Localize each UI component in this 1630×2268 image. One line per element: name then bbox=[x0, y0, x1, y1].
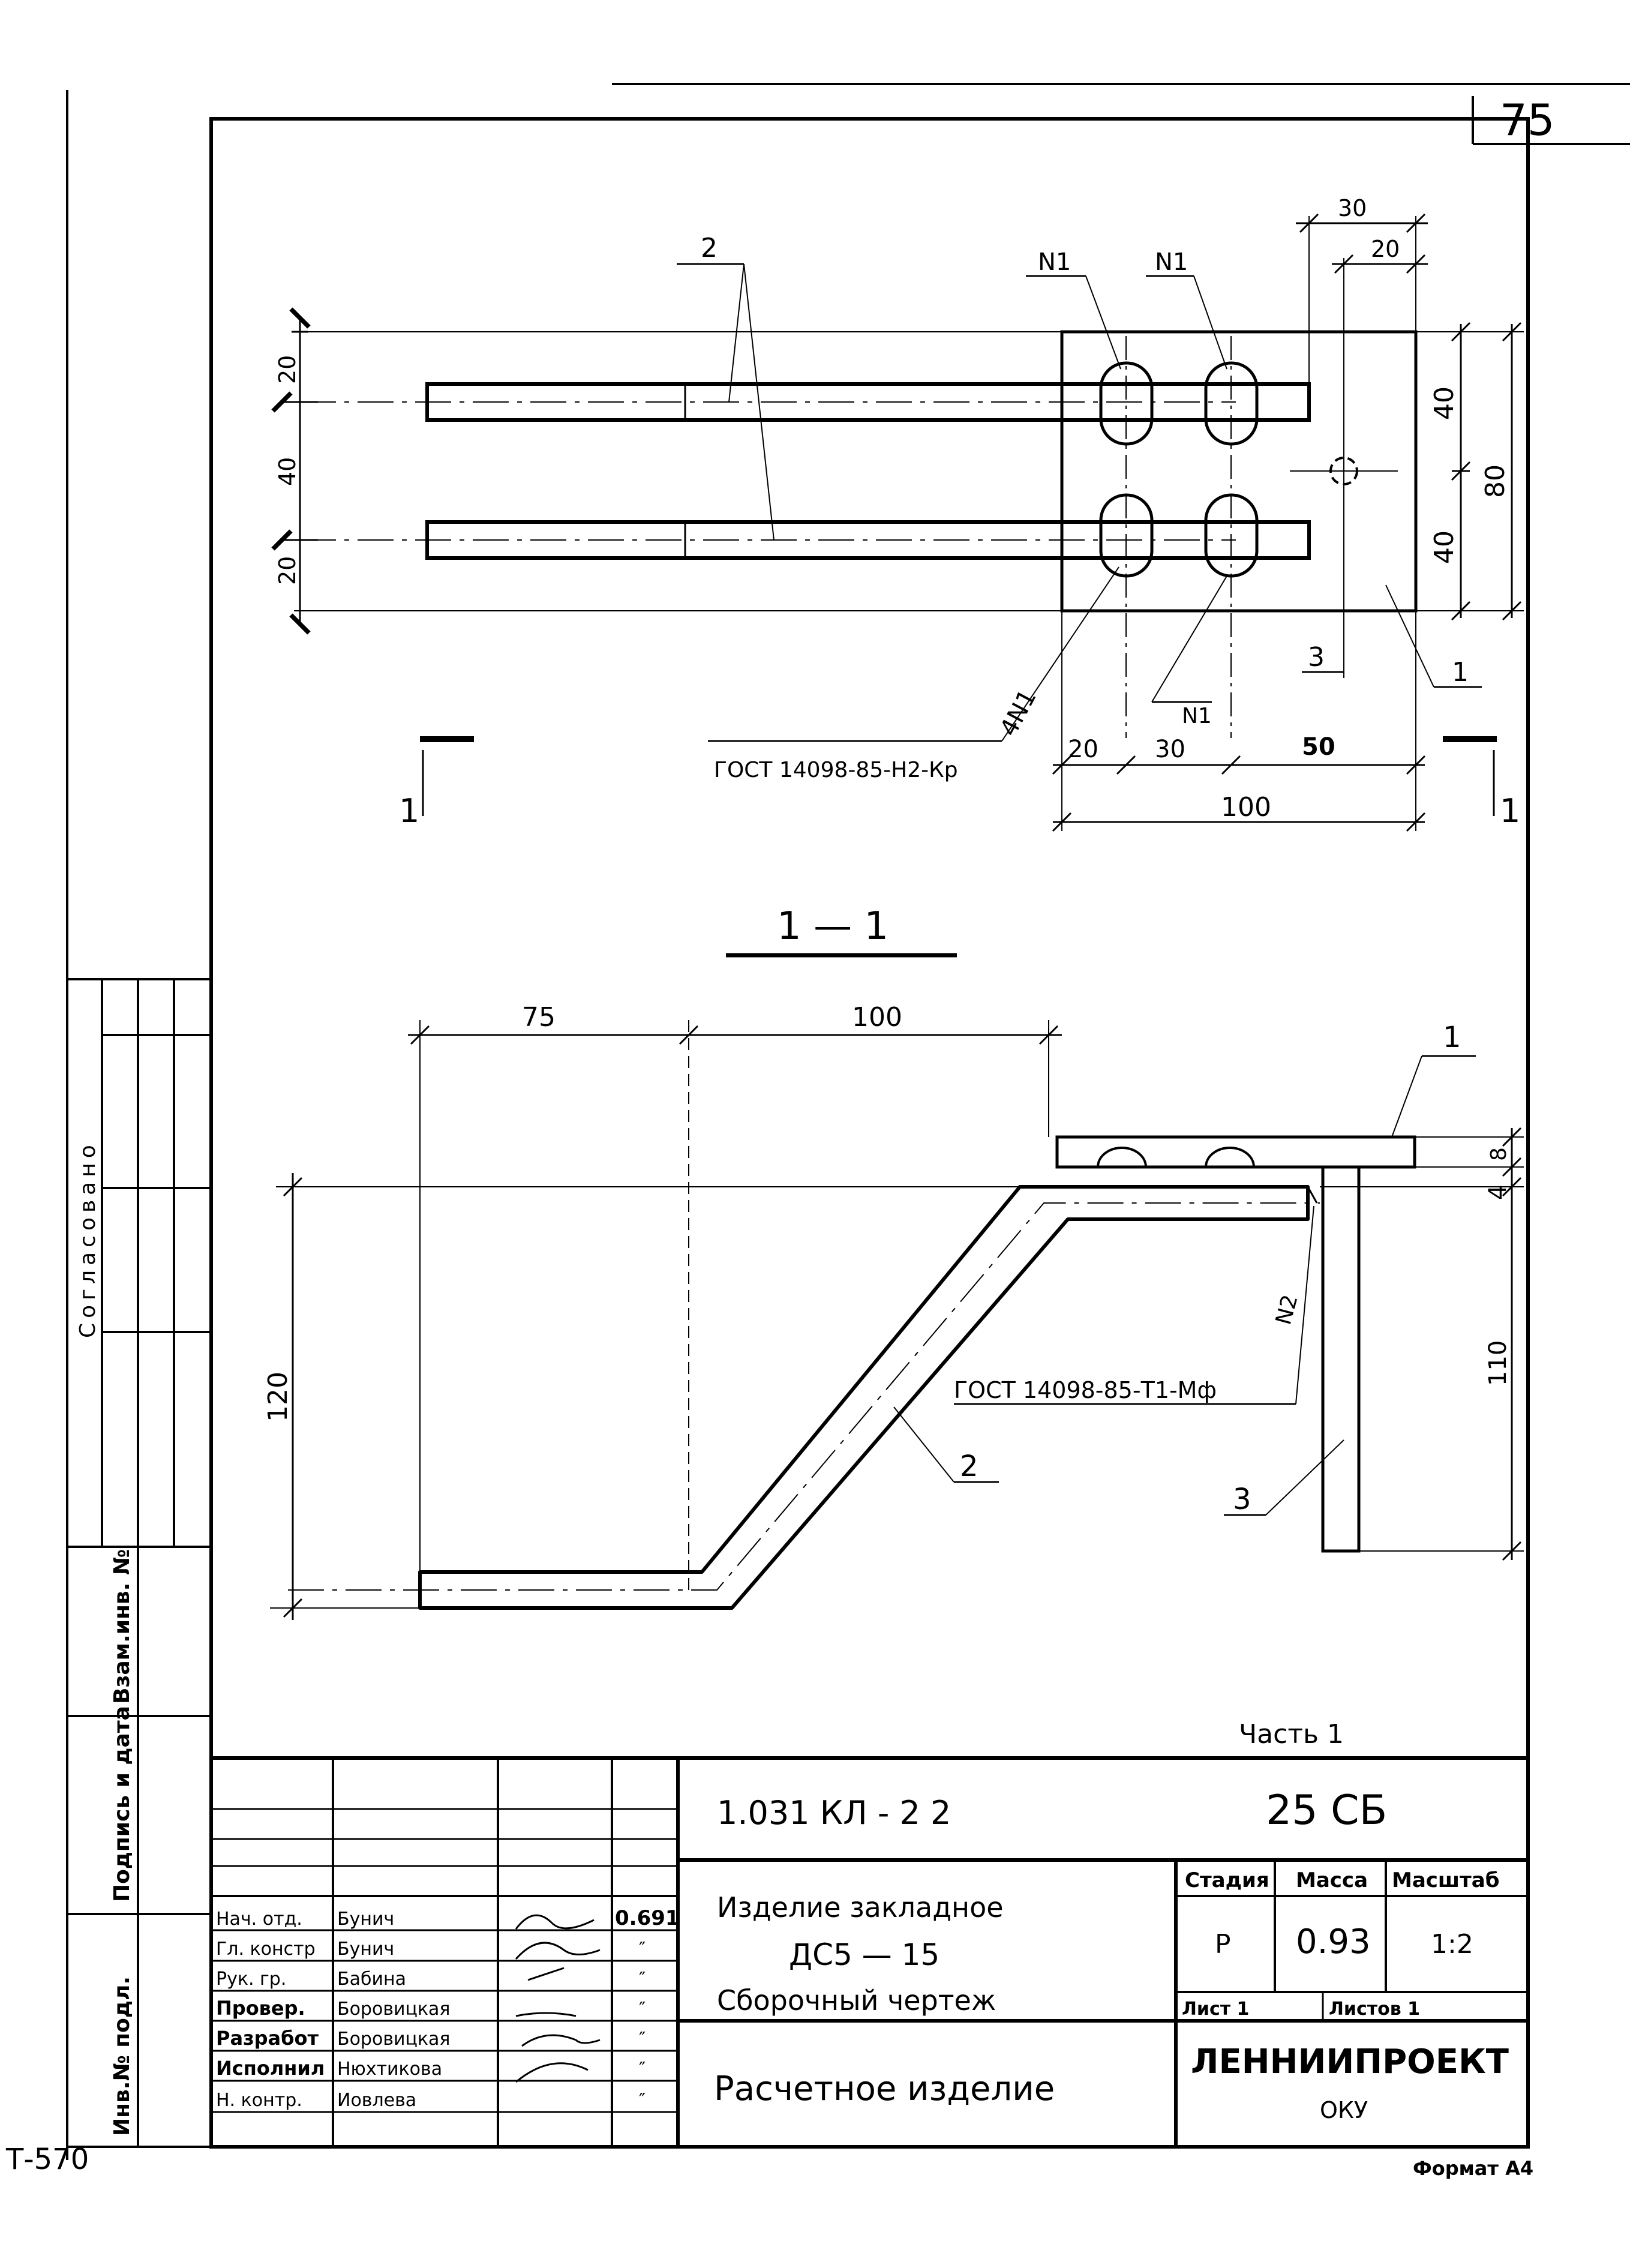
format-label: Формат А4 bbox=[1413, 2157, 1533, 2180]
plan-pos2-label: 2 bbox=[701, 233, 718, 263]
dim-80: 80 bbox=[1480, 464, 1511, 498]
tb-sheet-label: Лист 1 bbox=[1182, 1999, 1249, 2020]
dim-30-top: 30 bbox=[1338, 195, 1367, 221]
tb-doc-code: 1.031 КЛ - 2 2 bbox=[717, 1794, 951, 1832]
plan-pos1-label: 1 bbox=[1452, 657, 1469, 688]
section-view bbox=[270, 1020, 1524, 1620]
tb-row-role-4: Провер. bbox=[216, 1997, 305, 2020]
dim-40-right-bottom: 40 bbox=[1429, 530, 1460, 564]
tb-row-name-4: Боровицкая bbox=[337, 1999, 450, 2020]
tb-row-role-5: Разработ bbox=[216, 2027, 319, 2050]
section-n2-label: N2 bbox=[1271, 1292, 1303, 1328]
tb-row-name-1: Бунич bbox=[337, 1909, 394, 1930]
tb-stage-value: Р bbox=[1215, 1929, 1231, 1960]
tb-sheets-label: Листов 1 bbox=[1329, 1999, 1420, 2020]
tb-row-role-3: Рук. гр. bbox=[216, 1969, 286, 1990]
dim-40-right-top: 40 bbox=[1429, 386, 1460, 420]
dim-20-bottom-row: 20 bbox=[1068, 736, 1098, 763]
plan-view bbox=[271, 213, 1524, 832]
tb-title-line1: Изделие закладное bbox=[717, 1891, 1004, 1924]
dim-30-bottom-row: 30 bbox=[1155, 736, 1185, 763]
weld-slot bbox=[1099, 361, 1154, 446]
part-label: Часть 1 bbox=[1239, 1719, 1344, 1750]
tb-row-name-5: Боровицкая bbox=[337, 2029, 450, 2050]
section-mark-right: 1 bbox=[1500, 792, 1520, 830]
side-exchange-inv-label: Взам.инв. № bbox=[110, 1549, 134, 1704]
tb-row-role-1: Нач. отд. bbox=[216, 1909, 302, 1930]
anchor-plate bbox=[1060, 330, 1418, 613]
tb-calc-label: Расчетное изделие bbox=[714, 2069, 1055, 2108]
section-plate bbox=[1055, 1135, 1416, 1169]
dim-40-left: 40 bbox=[274, 457, 301, 486]
tb-row-date-6: ″ bbox=[639, 2059, 646, 2080]
side-sign-date-label: Подпись и дата bbox=[110, 1706, 134, 1902]
plan-gost-top: ГОСТ 14098-85-Н2-Кр bbox=[714, 758, 958, 782]
dim-50: 50 bbox=[1302, 733, 1335, 761]
section-pos1-label: 1 bbox=[1443, 1021, 1461, 1054]
tb-row-name-2: Бунич bbox=[337, 1939, 394, 1960]
section-title: 1 — 1 bbox=[777, 904, 888, 949]
side-inv-no-label: Инв.№ подл. bbox=[110, 1976, 134, 2136]
drawing-frame bbox=[209, 117, 1530, 2149]
tb-mass-value: 0.93 bbox=[1296, 1922, 1371, 1961]
section-dim-8: 8 bbox=[1487, 1147, 1511, 1161]
tb-org-name: ЛЕННИИПРОЕКТ bbox=[1191, 2042, 1509, 2081]
section-gost-bottom: ГОСТ 14098-85-Т1-Мф bbox=[954, 1377, 1217, 1403]
tb-title-line3: Сборочный чертеж bbox=[717, 1984, 996, 2017]
plan-n1-top-right: N1 bbox=[1155, 248, 1188, 276]
tb-mass-label: Масса bbox=[1296, 1868, 1368, 1892]
section-mark-left: 1 bbox=[399, 792, 419, 830]
tb-row-date-3: ″ bbox=[639, 1969, 646, 1990]
corner-code: Т-570 bbox=[5, 2143, 89, 2176]
dim-100: 100 bbox=[1221, 792, 1271, 823]
dim-20-bottom-left: 20 bbox=[274, 556, 301, 585]
side-stamp bbox=[66, 978, 212, 2148]
signature-marks bbox=[515, 1914, 601, 2083]
weld-slot bbox=[1204, 361, 1259, 446]
section-dim-75: 75 bbox=[522, 1002, 556, 1033]
dim-20-top-left: 20 bbox=[274, 355, 301, 384]
section-dim-110: 110 bbox=[1484, 1340, 1512, 1386]
section-dim-100: 100 bbox=[852, 1002, 902, 1033]
tb-stage-label: Стадия bbox=[1185, 1868, 1269, 1892]
tb-row-date-5: ″ bbox=[639, 2029, 646, 2050]
section-pos3-label: 3 bbox=[1233, 1483, 1251, 1516]
section-dim-4: 4 bbox=[1484, 1185, 1512, 1200]
section-pos2-label: 2 bbox=[960, 1450, 978, 1483]
dim-20-hole: 20 bbox=[1371, 236, 1400, 262]
plan-n1-top-left: N1 bbox=[1038, 248, 1071, 276]
side-agreed-label: Согласовано bbox=[76, 1140, 100, 1338]
tb-row-role-2: Гл. констр bbox=[216, 1939, 316, 1960]
section-stud bbox=[1321, 1165, 1361, 1553]
bent-rebar bbox=[418, 1185, 1310, 1610]
tb-title-line2: ДС5 — 15 bbox=[789, 1937, 939, 1972]
tb-row-name-6: Нюхтикова bbox=[337, 2059, 442, 2080]
tb-row-date-7: ″ bbox=[639, 2090, 646, 2111]
plan-pos3-label: 3 bbox=[1308, 642, 1325, 673]
tb-org-dept: ОКУ bbox=[1320, 2097, 1368, 2123]
tb-row-role-7: Н. контр. bbox=[216, 2090, 302, 2111]
title-block bbox=[209, 1756, 1530, 2149]
plan-n1-bottom: N1 bbox=[1182, 704, 1212, 728]
tb-row-name-3: Бабина bbox=[337, 1969, 406, 1990]
tb-row-role-6: Исполнил bbox=[216, 2057, 325, 2080]
tb-scale-label: Масштаб bbox=[1392, 1868, 1499, 1892]
tb-row-date-1: 0.691 bbox=[615, 1906, 680, 1930]
tb-scale-value: 1:2 bbox=[1431, 1929, 1473, 1960]
plan-weld-4n1: 4N1 bbox=[995, 685, 1042, 741]
section-dim-120: 120 bbox=[263, 1372, 293, 1422]
tb-row-date-2: ″ bbox=[639, 1939, 646, 1960]
tb-sheet-code: 25 СБ bbox=[1266, 1787, 1387, 1834]
tb-row-date-4: ″ bbox=[639, 1999, 646, 2020]
tb-row-name-7: Иовлева bbox=[337, 2090, 416, 2111]
